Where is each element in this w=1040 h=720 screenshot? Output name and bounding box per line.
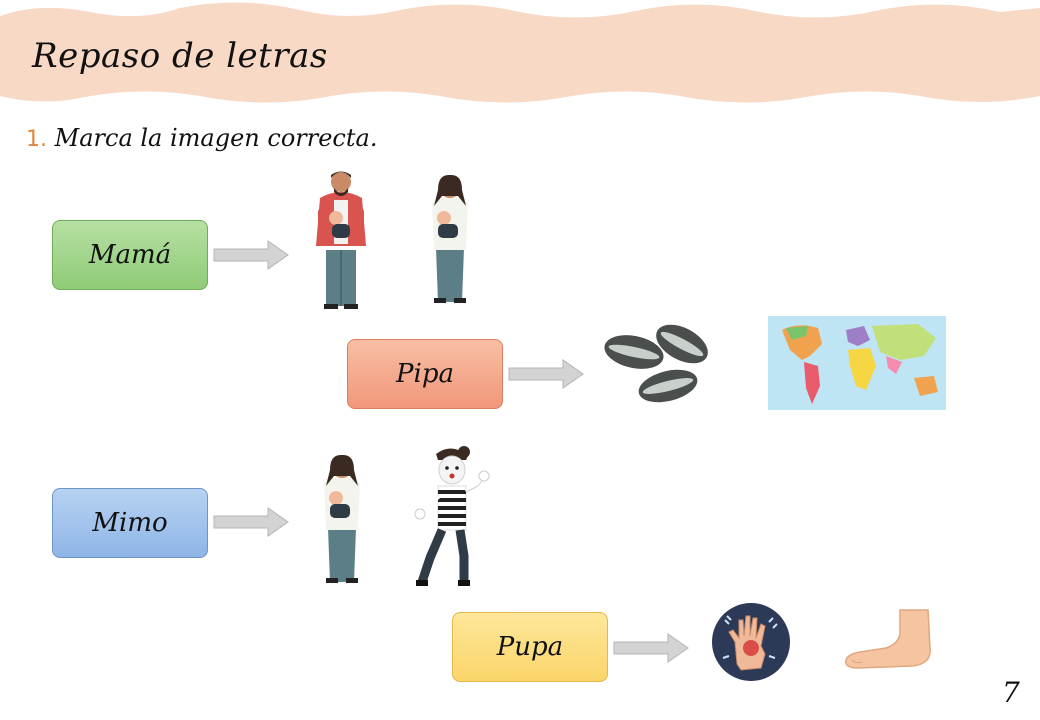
arrow-icon [613, 633, 689, 663]
word-label: Mamá [88, 240, 172, 270]
page-title: Repaso de letras [32, 36, 328, 76]
word-box-mimo: Mimo [52, 488, 208, 558]
page-number: 7 [1002, 676, 1020, 709]
mother-holding-baby-icon[interactable] [314, 454, 370, 586]
foot-icon[interactable] [842, 608, 934, 672]
arrow-icon [213, 240, 289, 270]
word-box-pupa: Pupa [452, 612, 608, 682]
mime-icon[interactable] [412, 446, 496, 588]
word-label: Pupa [496, 632, 564, 662]
word-box-mama: Mamá [52, 220, 208, 290]
word-box-pipa: Pipa [347, 339, 503, 409]
word-label: Mimo [92, 508, 168, 538]
instruction-text: Marca la imagen correcta. [54, 124, 378, 152]
arrow-icon [508, 359, 584, 389]
exercise-instruction: 1. Marca la imagen correcta. [26, 124, 377, 152]
arrow-icon [213, 507, 289, 537]
sunflower-seeds-icon[interactable] [602, 316, 712, 408]
injured-hand-icon[interactable] [711, 602, 791, 682]
exercise-number: 1. [26, 127, 47, 152]
header-banner [0, 2, 1040, 103]
world-map-icon[interactable] [768, 316, 946, 410]
word-label: Pipa [396, 359, 454, 389]
father-holding-baby-icon[interactable] [312, 168, 370, 310]
mother-holding-baby-icon[interactable] [422, 174, 478, 306]
